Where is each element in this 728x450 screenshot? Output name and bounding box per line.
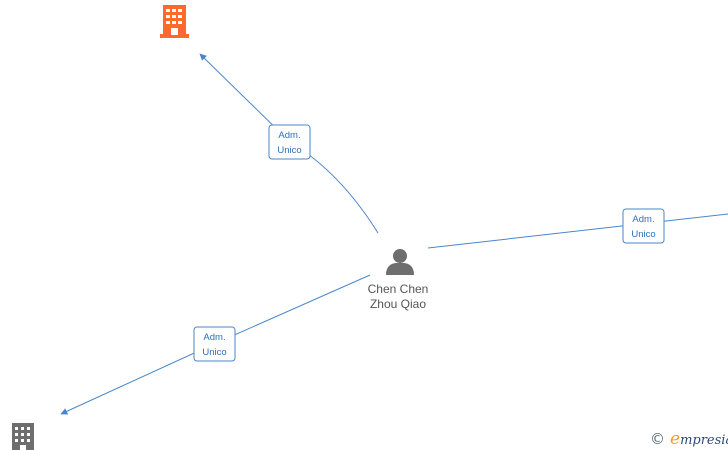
brand-watermark: © empresia bbox=[650, 429, 728, 449]
person-node[interactable]: Chen Chen Zhou Qiao bbox=[368, 249, 429, 311]
person-icon bbox=[386, 249, 414, 275]
person-name-line2: Zhou Qiao bbox=[370, 297, 426, 311]
edge-label-bottom-left-line1: Adm. bbox=[203, 332, 225, 343]
copyright-symbol: © bbox=[650, 430, 665, 448]
edge-label-right-line1: Adm. bbox=[632, 214, 654, 225]
person-name-line1: Chen Chen bbox=[368, 282, 429, 296]
edge-label-top[interactable]: Adm. Unico bbox=[268, 124, 311, 160]
edge-label-right-line2: Unico bbox=[631, 229, 655, 240]
edge-label-top-line1: Adm. bbox=[278, 130, 300, 141]
edge-label-bottom-left[interactable]: Adm. Unico bbox=[193, 326, 236, 362]
edge-label-top-line2: Unico bbox=[277, 145, 301, 156]
company-node-top[interactable] bbox=[160, 5, 189, 38]
edge-label-right[interactable]: Adm. Unico bbox=[622, 208, 665, 244]
company-node-bottom-left[interactable] bbox=[12, 423, 34, 450]
brand-logo: empresia bbox=[670, 429, 728, 449]
building-icon bbox=[160, 5, 189, 38]
edge-line-right bbox=[427, 213, 728, 249]
edge-label-bottom-left-line2: Unico bbox=[202, 347, 226, 358]
